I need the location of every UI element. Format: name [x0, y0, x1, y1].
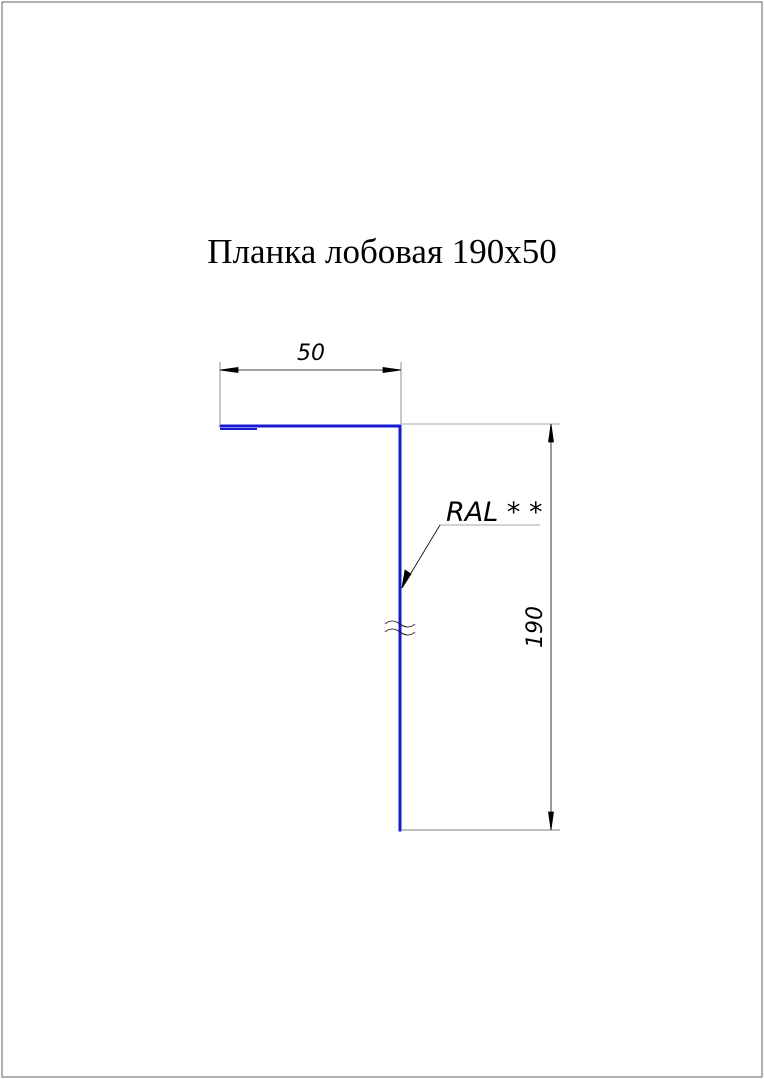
width-dimension — [219, 362, 402, 424]
drawing-title: Планка лобовая 190x50 — [207, 232, 557, 271]
width-dimension-label: 50 — [297, 341, 325, 366]
height-dimension-label: 190 — [523, 606, 548, 648]
coating-label: RAL * * — [446, 497, 542, 528]
coating-leader — [401, 524, 540, 589]
height-dimension — [402, 423, 560, 831]
break-symbol — [384, 620, 416, 636]
profile-shape — [219, 424, 402, 832]
